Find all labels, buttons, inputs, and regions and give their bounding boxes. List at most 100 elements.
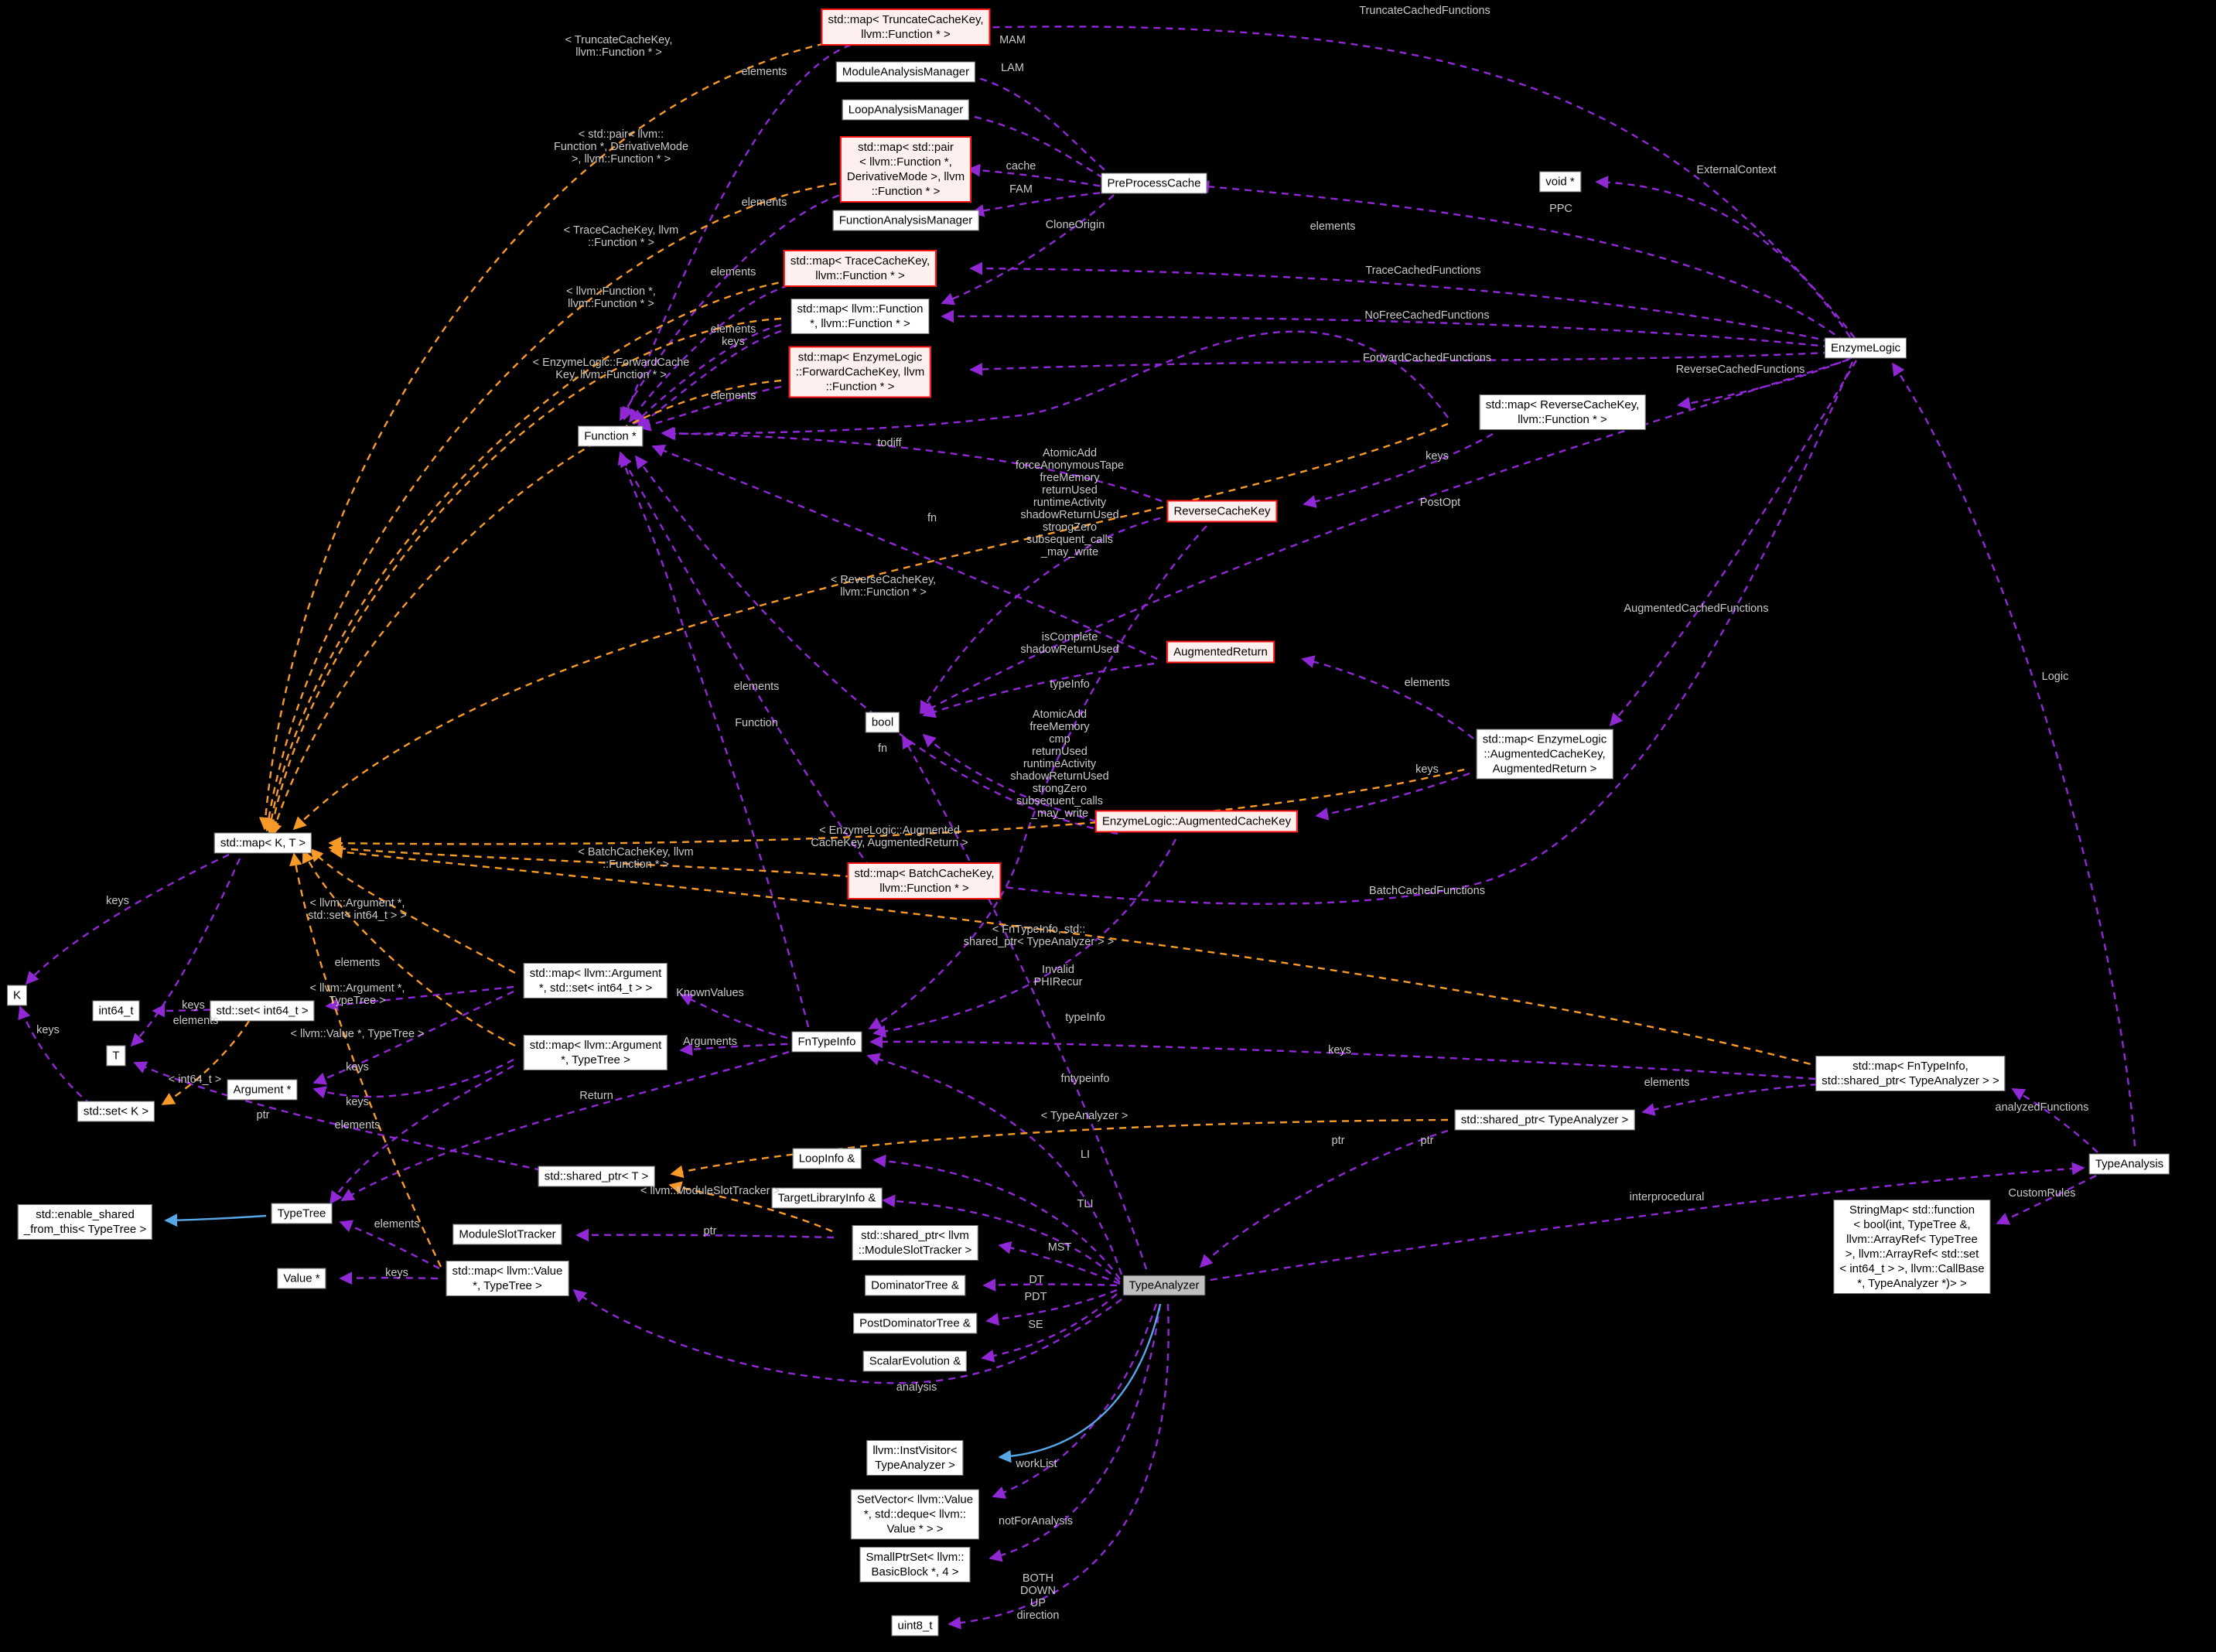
node-enzymelogic-augmentedcachekey[interactable]: EnzymeLogic::AugmentedCacheKey — [1094, 810, 1299, 833]
edge-69 — [258, 37, 849, 831]
node-dominatortree[interactable]: DominatorTree & — [865, 1275, 965, 1296]
node-set-int64-t[interactable]: std::set< int64_t > — [210, 1000, 315, 1022]
node-map-function-function[interactable]: std::map< llvm::Function *, llvm::Functi… — [790, 299, 930, 334]
node-loopanalysismanager[interactable]: LoopAnalysisManager — [842, 99, 970, 121]
node-reversecachekey[interactable]: ReverseCacheKey — [1166, 500, 1278, 523]
edge-5 — [941, 194, 1115, 305]
edge-76 — [328, 841, 866, 879]
edge-15 — [1609, 360, 1858, 727]
node-set-k[interactable]: std::set< K > — [77, 1101, 155, 1122]
edge-34 — [1199, 1129, 1449, 1268]
edge-62 — [622, 43, 852, 421]
node-enable-shared-from-this[interactable]: std::enable_shared _from_this< TypeTree … — [17, 1204, 153, 1240]
node-fntypeinfo[interactable]: FnTypeInfo — [791, 1031, 862, 1053]
edge-78 — [309, 848, 516, 974]
edge-82 — [668, 1181, 833, 1233]
node-instvisitor[interactable]: llvm::InstVisitor< TypeAnalyzer > — [866, 1440, 964, 1476]
node-k[interactable]: K — [6, 985, 28, 1006]
edge-20 — [919, 517, 1161, 715]
edge-80 — [289, 852, 442, 1268]
edge-27 — [901, 735, 1148, 1270]
node-map-tracecachekey[interactable]: std::map< TraceCacheKey, llvm::Function … — [783, 250, 937, 287]
edge-19 — [661, 426, 1163, 503]
node-enzymelogic[interactable]: EnzymeLogic — [1824, 337, 1907, 359]
node-map-truncatecachekey[interactable]: std::map< TruncateCacheKey, llvm::Functi… — [821, 9, 991, 46]
node-postdominatortree[interactable]: PostDominatorTree & — [853, 1312, 977, 1334]
edge-16 — [1301, 655, 1474, 739]
edge-58 — [325, 985, 514, 1012]
node-shared-ptr-typeanalyzer[interactable]: std::shared_ptr< TypeAnalyzer > — [1454, 1109, 1635, 1131]
edge-61 — [329, 1064, 514, 1205]
edge-66 — [636, 329, 782, 428]
node-typeanalysis[interactable]: TypeAnalysis — [2088, 1153, 2170, 1175]
edge-59 — [312, 990, 514, 1085]
node-augmentedreturn[interactable]: AugmentedReturn — [1166, 640, 1275, 664]
edge-26 — [872, 838, 1177, 1038]
node-map-fntypeinfo[interactable]: std::map< FnTypeInfo, std::shared_ptr< T… — [1815, 1056, 2006, 1091]
edge-21 — [651, 444, 1158, 660]
edge-41 — [981, 1293, 1118, 1363]
node-map-reversecachekey[interactable]: std::map< ReverseCacheKey, llvm::Functio… — [1479, 394, 1646, 430]
edge-38 — [998, 1241, 1121, 1285]
node-function-ptr[interactable]: Function * — [578, 425, 643, 447]
node-map-batchcachekey[interactable]: std::map< BatchCacheKey, llvm::Function … — [847, 862, 1002, 899]
edge-75 — [328, 768, 1465, 850]
edge-72 — [266, 317, 782, 835]
edge-2 — [945, 106, 1115, 186]
edge-67 — [637, 385, 782, 432]
edge-37 — [882, 1194, 1121, 1283]
edge-7 — [1196, 179, 1846, 343]
node-map-forwardcachekey[interactable]: std::map< EnzymeLogic ::ForwardCacheKey,… — [788, 346, 932, 398]
node-value-ptr[interactable]: Value * — [277, 1268, 326, 1289]
node-void-ptr[interactable]: void * — [1539, 171, 1581, 193]
edge-4 — [971, 190, 1113, 217]
node-map-argument-typetree[interactable]: std::map< llvm::Argument *, TypeTree > — [523, 1035, 668, 1070]
edge-84 — [164, 1213, 267, 1227]
node-loopinfo[interactable]: LoopInfo & — [792, 1148, 862, 1169]
edge-28 — [679, 993, 788, 1039]
node-preprocesscache[interactable]: PreProcessCache — [1101, 172, 1207, 194]
node-smallptrset[interactable]: SmallPtrSet< llvm:: BasicBlock *, 4 > — [859, 1547, 971, 1582]
edge-53 — [25, 853, 230, 985]
edge-11 — [1677, 356, 1853, 410]
node-uint8-t[interactable]: uint8_t — [891, 1615, 939, 1637]
node-bool[interactable]: bool — [865, 712, 900, 733]
edge-46 — [1210, 1162, 2085, 1282]
edge-70 — [261, 180, 849, 832]
edge-50 — [575, 1228, 835, 1242]
edge-33 — [1641, 1083, 1818, 1116]
edge-3 — [967, 163, 1113, 189]
node-map-augcachekey-augreturn[interactable]: std::map< EnzymeLogic ::AugmentedCacheKe… — [1476, 729, 1613, 780]
node-moduleslottracker[interactable]: ModuleSlotTracker — [452, 1224, 562, 1245]
edge-64 — [628, 281, 801, 423]
edge-25 — [635, 455, 1118, 835]
node-map-pair-derivativemode[interactable]: std::map< std::pair < llvm::Function *, … — [839, 136, 972, 203]
node-shared-ptr-t[interactable]: std::shared_ptr< T > — [538, 1166, 655, 1187]
edge-10 — [969, 350, 1843, 376]
node-stringmap[interactable]: StringMap< std::function < bool(int, Typ… — [1833, 1200, 1991, 1294]
node-typeanalyzer[interactable]: TypeAnalyzer — [1122, 1275, 1206, 1296]
node-shared-ptr-moduleslottracker[interactable]: std::shared_ptr< llvm ::ModuleSlotTracke… — [852, 1225, 978, 1261]
edge-39 — [982, 1278, 1118, 1292]
node-map-value-typetree[interactable]: std::map< llvm::Value *, TypeTree > — [446, 1261, 569, 1296]
edge-47 — [2011, 1087, 2098, 1153]
edge-51 — [339, 1220, 440, 1270]
node-int64-t[interactable]: int64_t — [92, 1000, 140, 1022]
edge-54 — [130, 858, 241, 1047]
node-scalarevolution[interactable]: ScalarEvolution & — [862, 1350, 968, 1372]
edge-13 — [1303, 432, 1494, 508]
edge-74 — [292, 422, 1449, 831]
node-argument-ptr[interactable]: Argument * — [227, 1079, 298, 1101]
node-t[interactable]: T — [106, 1045, 126, 1067]
node-functionanalysismanager[interactable]: FunctionAnalysisManager — [832, 210, 979, 231]
edge-40 — [985, 1288, 1118, 1326]
node-map-argument-set[interactable]: std::map< llvm::Argument *, std::set< in… — [523, 963, 668, 998]
node-setvector[interactable]: SetVector< llvm::Value *, std::deque< ll… — [850, 1489, 980, 1540]
edge-56 — [18, 1005, 92, 1105]
node-targetlibraryinfo[interactable]: TargetLibraryInfo & — [771, 1187, 883, 1209]
edge-31 — [617, 451, 810, 1028]
edge-36 — [872, 1154, 1121, 1280]
node-map-k-t[interactable]: std::map< K, T > — [213, 832, 312, 854]
node-typetree[interactable]: TypeTree — [271, 1203, 333, 1224]
node-moduleanalysismanager[interactable]: ModuleAnalysisManager — [835, 61, 976, 83]
